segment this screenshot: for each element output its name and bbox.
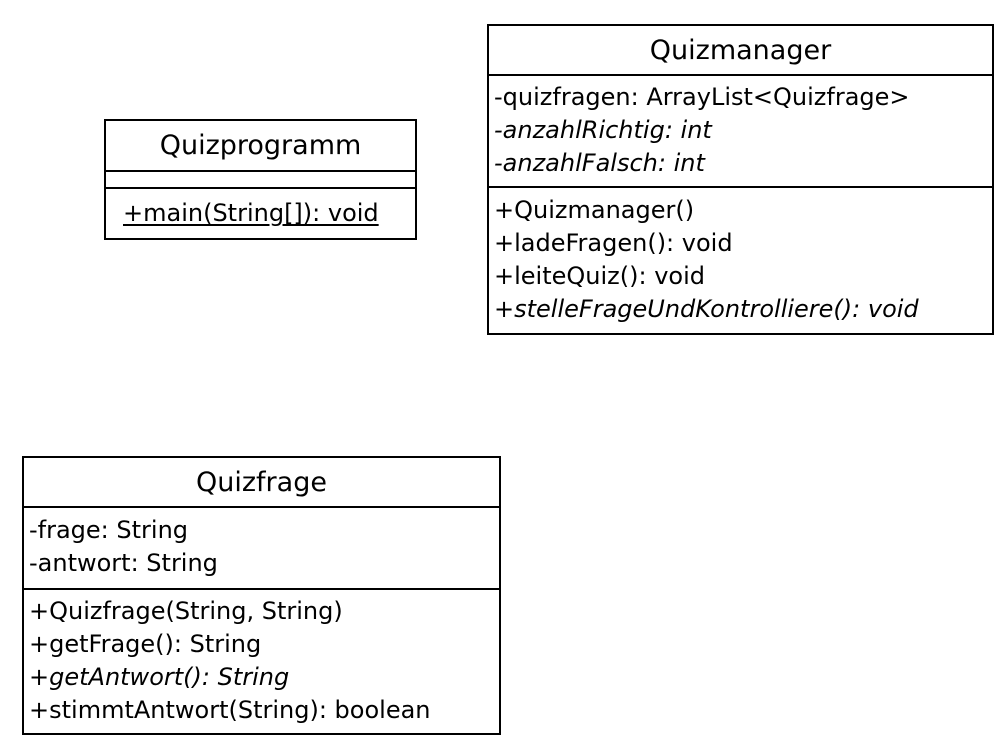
class-box-quizprogramm[interactable]: Quizprogramm +main(String[]): void bbox=[104, 119, 417, 240]
class-box-quizmanager[interactable]: Quizmanager -quizfragen: ArrayList<Quizf… bbox=[487, 24, 994, 335]
attribute-line: -frage: String bbox=[29, 516, 189, 544]
class-box-quizfrage[interactable]: Quizfrage -frage: String -antwort: Strin… bbox=[22, 456, 501, 735]
attribute-line: -anzahlRichtig: int bbox=[494, 116, 712, 144]
method-line: +leiteQuiz(): void bbox=[494, 262, 705, 290]
method-line: +Quizfrage(String, String) bbox=[29, 597, 343, 625]
attribute-line: -antwort: String bbox=[29, 549, 218, 577]
method-line: +stelleFrageUndKontrolliere(): void bbox=[494, 295, 919, 323]
method-line: +getAntwort(): String bbox=[29, 663, 290, 691]
method-line: +ladeFragen(): void bbox=[494, 229, 733, 257]
class-name-quizfrage: Quizfrage bbox=[24, 458, 499, 508]
attributes-compartment: -quizfragen: ArrayList<Quizfrage> -anzah… bbox=[489, 76, 992, 188]
methods-compartment: +Quizmanager() +ladeFragen(): void +leit… bbox=[489, 188, 992, 333]
attributes-compartment: -frage: String -antwort: String bbox=[24, 508, 499, 590]
method-line: +main(String[]): void bbox=[123, 199, 379, 227]
methods-compartment: +Quizfrage(String, String) +getFrage(): … bbox=[24, 590, 499, 733]
class-name-quizprogramm: Quizprogramm bbox=[106, 121, 415, 172]
method-line: +getFrage(): String bbox=[29, 630, 262, 658]
class-name-quizmanager: Quizmanager bbox=[489, 26, 992, 76]
attributes-compartment bbox=[106, 172, 415, 189]
methods-compartment: +main(String[]): void bbox=[106, 189, 415, 238]
attribute-line: -anzahlFalsch: int bbox=[494, 149, 705, 177]
method-line: +stimmtAntwort(String): boolean bbox=[29, 696, 431, 724]
attribute-line: -quizfragen: ArrayList<Quizfrage> bbox=[494, 83, 910, 111]
method-line: +Quizmanager() bbox=[494, 196, 695, 224]
